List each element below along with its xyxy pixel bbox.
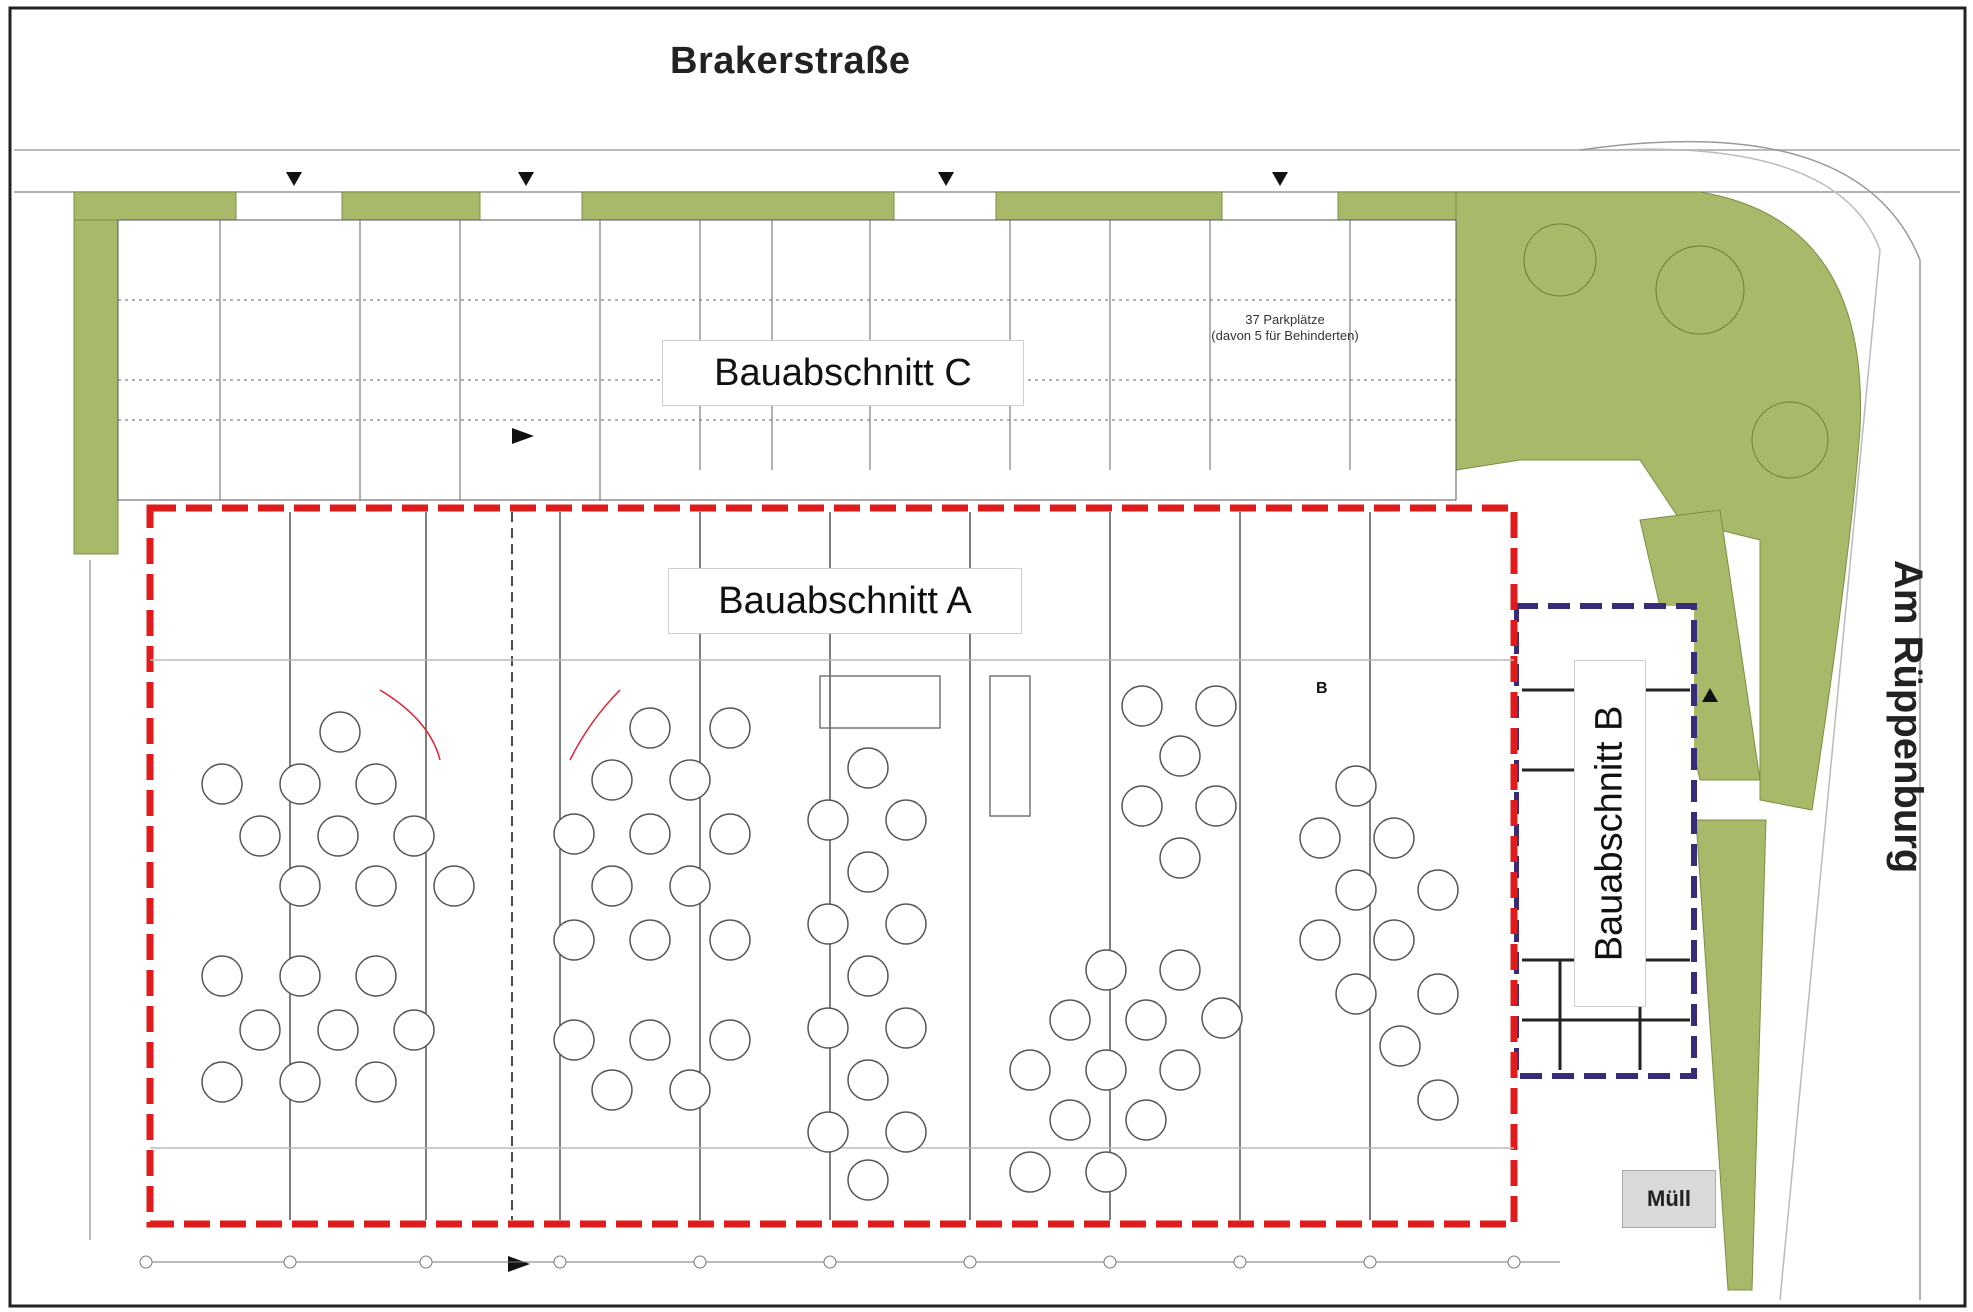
banquet-tables	[201, 685, 1459, 1201]
waste-area: Müll	[1622, 1170, 1716, 1228]
section-b-label: Bauabschnitt B	[1574, 660, 1646, 1007]
dimension-line	[89, 560, 1560, 1269]
road-curve-2	[1609, 148, 1881, 1301]
interior-walls	[379, 675, 1031, 817]
parking-accessible: (davon 5 für Behinderten)	[1211, 328, 1359, 343]
parking-note: 37 Parkplätze (davon 5 für Behinderten)	[1180, 312, 1390, 344]
road-curve	[1579, 140, 1921, 1300]
section-a-label: Bauabschnitt A	[668, 568, 1022, 634]
parking-count: 37 Parkplätze	[1245, 312, 1325, 327]
street-name-top: Brakerstraße	[670, 40, 911, 82]
section-b-label-text: Bauabschnitt B	[1588, 705, 1631, 962]
street-name-side: Am Rüppenburg	[1886, 560, 1930, 874]
entrance-marker-b: B	[1316, 680, 1328, 697]
section-c-label: Bauabschnitt C	[662, 340, 1024, 406]
